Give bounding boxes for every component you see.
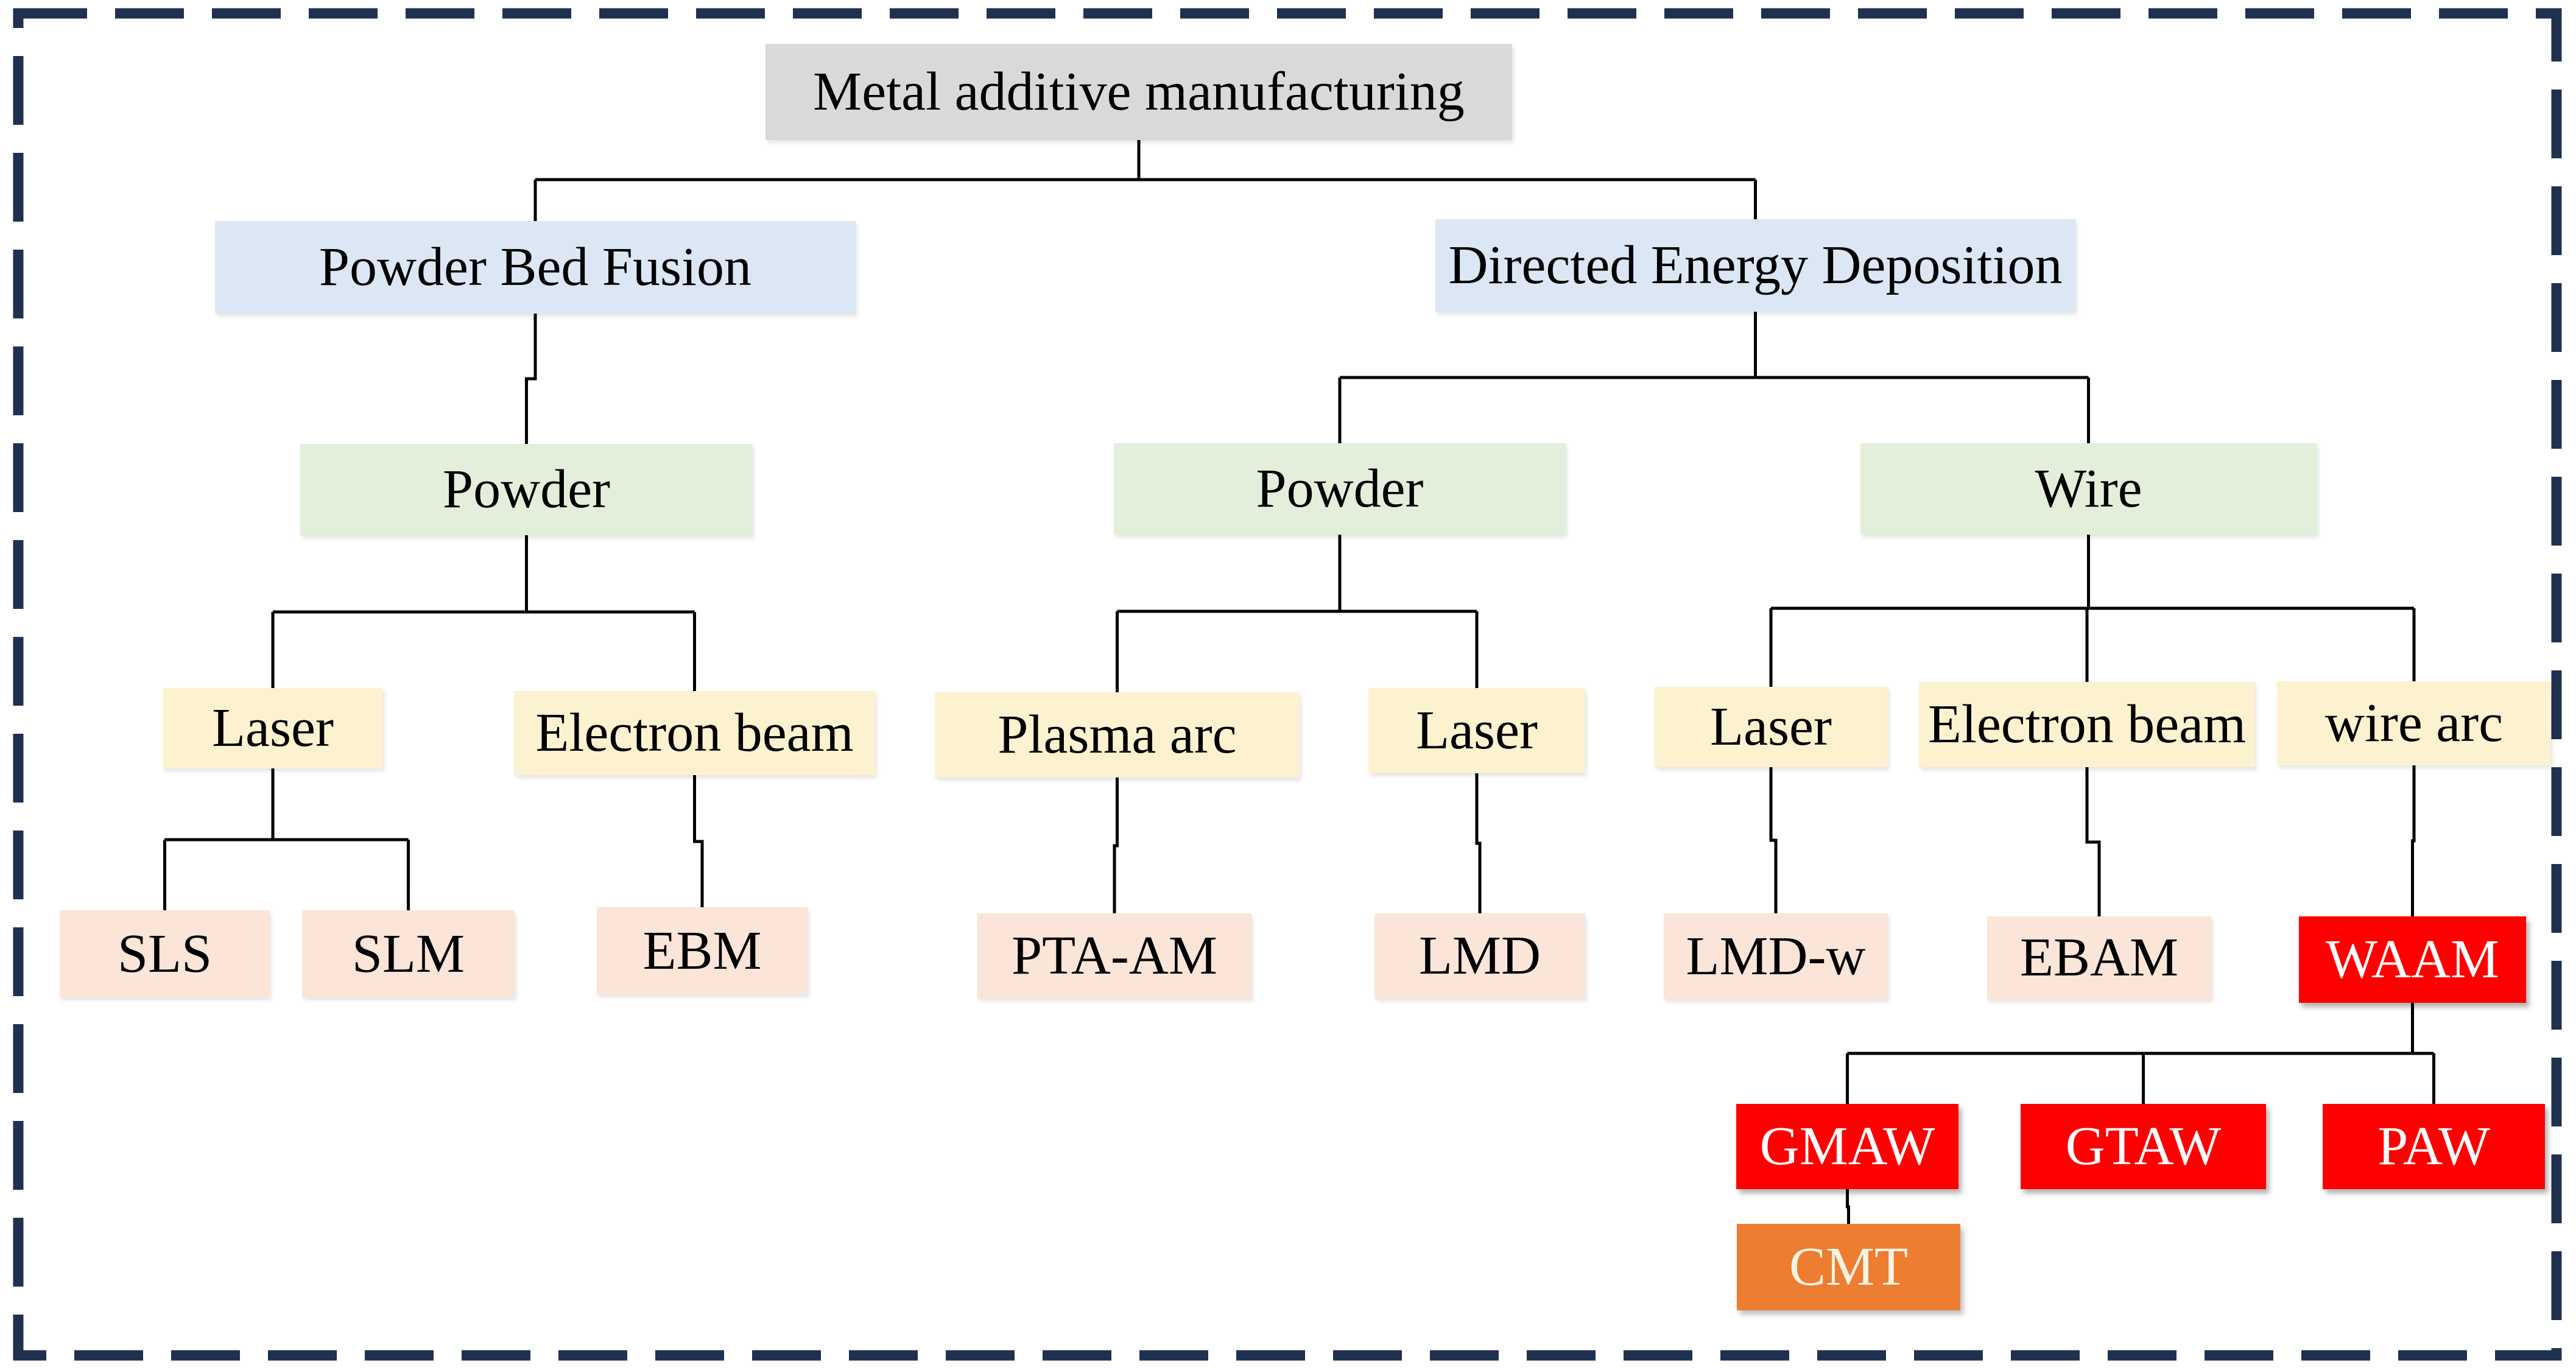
node-pbf-powder: Powder bbox=[300, 444, 753, 535]
edge-from-plasma bbox=[1113, 778, 1119, 913]
node-wire-arc: wire arc bbox=[2277, 681, 2551, 765]
edge-from-pbf-ebeam bbox=[693, 775, 704, 907]
node-ded-wire: Wire bbox=[1860, 443, 2317, 535]
node-gtaw: GTAW bbox=[2021, 1104, 2266, 1189]
node-gmaw: GMAW bbox=[1736, 1104, 1958, 1189]
node-ded: Directed Energy Deposition bbox=[1435, 219, 2075, 312]
node-wire-laser: Laser bbox=[1654, 687, 1888, 767]
node-ded-laser: Laser bbox=[1368, 688, 1585, 773]
edge-from-ded bbox=[1338, 312, 2090, 443]
edge-from-pbf bbox=[525, 314, 537, 444]
edge-from-mam bbox=[533, 140, 1757, 221]
node-sls: SLS bbox=[60, 910, 270, 997]
node-cmt: CMT bbox=[1737, 1224, 1960, 1310]
edge-from-gmaw bbox=[1846, 1189, 1850, 1224]
node-lmd: LMD bbox=[1374, 913, 1585, 999]
tree-connectors bbox=[163, 140, 2435, 1224]
edge-from-wire-laser bbox=[1769, 767, 1778, 913]
node-ebm: EBM bbox=[597, 907, 808, 994]
node-slm: SLM bbox=[302, 910, 515, 997]
edge-from-ded-powder bbox=[1116, 535, 1479, 692]
edge-from-pbf-powder bbox=[271, 535, 696, 691]
node-pbf-laser: Laser bbox=[163, 688, 383, 768]
node-pta-am: PTA-AM bbox=[977, 913, 1251, 999]
node-wire-ebeam: Electron beam bbox=[1919, 682, 2255, 767]
dashed-border bbox=[13, 8, 2562, 1361]
node-pbf-ebeam: Electron beam bbox=[514, 691, 875, 775]
node-ded-powder: Powder bbox=[1114, 443, 1566, 535]
edge-from-pbf-laser bbox=[163, 768, 410, 910]
edge-from-wire-ebeam bbox=[2085, 767, 2101, 916]
node-mam: Metal additive manufacturing bbox=[765, 44, 1512, 140]
edge-from-ded-wire bbox=[1769, 535, 2416, 687]
edge-from-waam bbox=[1846, 1003, 2435, 1104]
edge-from-ded-laser bbox=[1475, 773, 1482, 913]
edge-from-wire-arc bbox=[2411, 765, 2416, 916]
node-ebam: EBAM bbox=[1987, 916, 2211, 999]
node-paw: PAW bbox=[2323, 1104, 2545, 1189]
node-pbf: Powder Bed Fusion bbox=[215, 221, 856, 314]
node-plasma: Plasma arc bbox=[935, 692, 1300, 778]
node-waam: WAAM bbox=[2299, 916, 2526, 1003]
node-lmd-w: LMD-w bbox=[1664, 913, 1888, 999]
